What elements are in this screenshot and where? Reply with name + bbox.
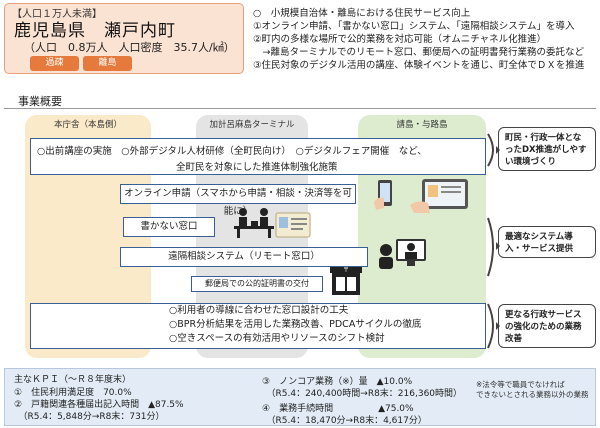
column-head-kakeroma: 加計呂麻島ターミナル: [209, 120, 295, 130]
column-head-uke-yoro: 請島・与路島: [396, 120, 448, 130]
column-head-main-office: 本庁舎（本島側）: [53, 120, 122, 130]
improvement-item-3: ○空きスペースの有効活用やリソースのシフト検討: [169, 333, 385, 344]
kpi-title: 主なＫＰＩ（～Ｒ８年度末）: [14, 375, 132, 385]
kakanai-window-row: 書かない窓口: [123, 217, 215, 237]
kpi-item-4: ④ 業務手続時間 ▲75.0%: [262, 404, 414, 414]
kpi-note-1: ※法令等で職員でなければ: [476, 380, 565, 389]
goal-box-environment: 町民・行政一体となったDX推進がしやすい環境づくり: [498, 127, 596, 171]
arrow-icon: [487, 133, 500, 349]
promotion-row: ○出前講座の実施 ○外部デジタル人材研修（全町民向け） ○デジタルフェア開催 な…: [30, 138, 486, 175]
service-counter-icon: [234, 208, 274, 238]
summary-line-4: →離島ターミナルでのリモート窓口、郵便局への証明書発行業務の委託など: [253, 47, 584, 58]
post-office-row: 郵便局での公的証明書の交付: [191, 276, 323, 292]
improvement-item-2: ○BPR分析結果を活用した業務改善、PDCAサイクルの徹底: [169, 319, 422, 330]
summary-line-2: ①オンライン申請、「書かない窓口」システム、「遠隔相談システム」を導入: [253, 21, 575, 32]
post-office-icon: 〒: [330, 267, 362, 295]
video-call-icon: [379, 239, 426, 269]
form-icon: [275, 212, 311, 238]
promotion-text-1: ○出前講座の実施 ○外部デジタル人材研修（全町民向け） ○デジタルフェア開催 な…: [37, 146, 427, 157]
page-title: 鹿児島県 瀬戸内町: [14, 21, 176, 41]
summary-line-5: ③住民対象のデジタル活用の講座、体験イベントを通じ、町全体でＤＸを推進: [253, 60, 585, 71]
kpi-item-3: ③ ノンコア業務（※）量 ▲10.0%: [262, 377, 413, 387]
kpi-item-3-detail: （R5.4：240,400時間→R8末：216,360時間）: [262, 389, 463, 399]
summary-line-3: ②町内の多様な場所で公的業務を対応可能（オムニチャネル化推進）: [253, 34, 547, 45]
tablet-icon: [410, 179, 468, 213]
goal-box-improvement: 更なる行政サービスの強化のための業務改善: [498, 304, 596, 348]
tag-kaso: 過疎: [30, 56, 79, 71]
kpi-note-2: できないとされる業務以外の業務: [476, 390, 589, 399]
population-info: （人口 0.8万人 人口密度 35.7人/㎢）: [24, 41, 235, 54]
remote-consult-row: 遠隔相談システム（リモート窓口）: [120, 247, 368, 267]
kpi-box: [4, 368, 596, 426]
summary-line-1: ○ 小規模自治体・離島における住民サービス向上: [253, 8, 471, 19]
promotion-text-2: 全町民を対象にした推進体制強化施策: [176, 162, 338, 173]
section-title: 事業概要: [18, 95, 62, 108]
kpi-item-2: ② 戸籍関連各種届出記入時間 ▲87.5%: [14, 400, 184, 410]
improvement-item-1: ○利用者の導線に合わせた窓口設計の工夫: [169, 305, 349, 316]
kpi-item-1: ① 住民利用満足度 70.0%: [14, 388, 132, 398]
kpi-item-4-detail: （R5.4：18,470分→R8末：4,617分）: [262, 416, 427, 426]
improvement-row: ○利用者の導線に合わせた窓口設計の工夫 ○BPR分析結果を活用した業務改善、PD…: [30, 303, 486, 349]
smartphone-icon: [374, 180, 392, 210]
kpi-item-2-detail: （R5.4：5,848分→R8末：731分）: [14, 412, 165, 422]
section-divider: [4, 108, 596, 109]
svg-text:〒: 〒: [343, 267, 349, 274]
goal-box-system: 最適なシステム導入・サービス提供: [498, 226, 596, 258]
tag-ritou: 離島: [83, 56, 132, 71]
population-category: 【人口１万人未満】: [12, 9, 102, 20]
online-application-row: オンライン申請（スマホから申請・相談・決済等を可能に）: [120, 184, 356, 217]
